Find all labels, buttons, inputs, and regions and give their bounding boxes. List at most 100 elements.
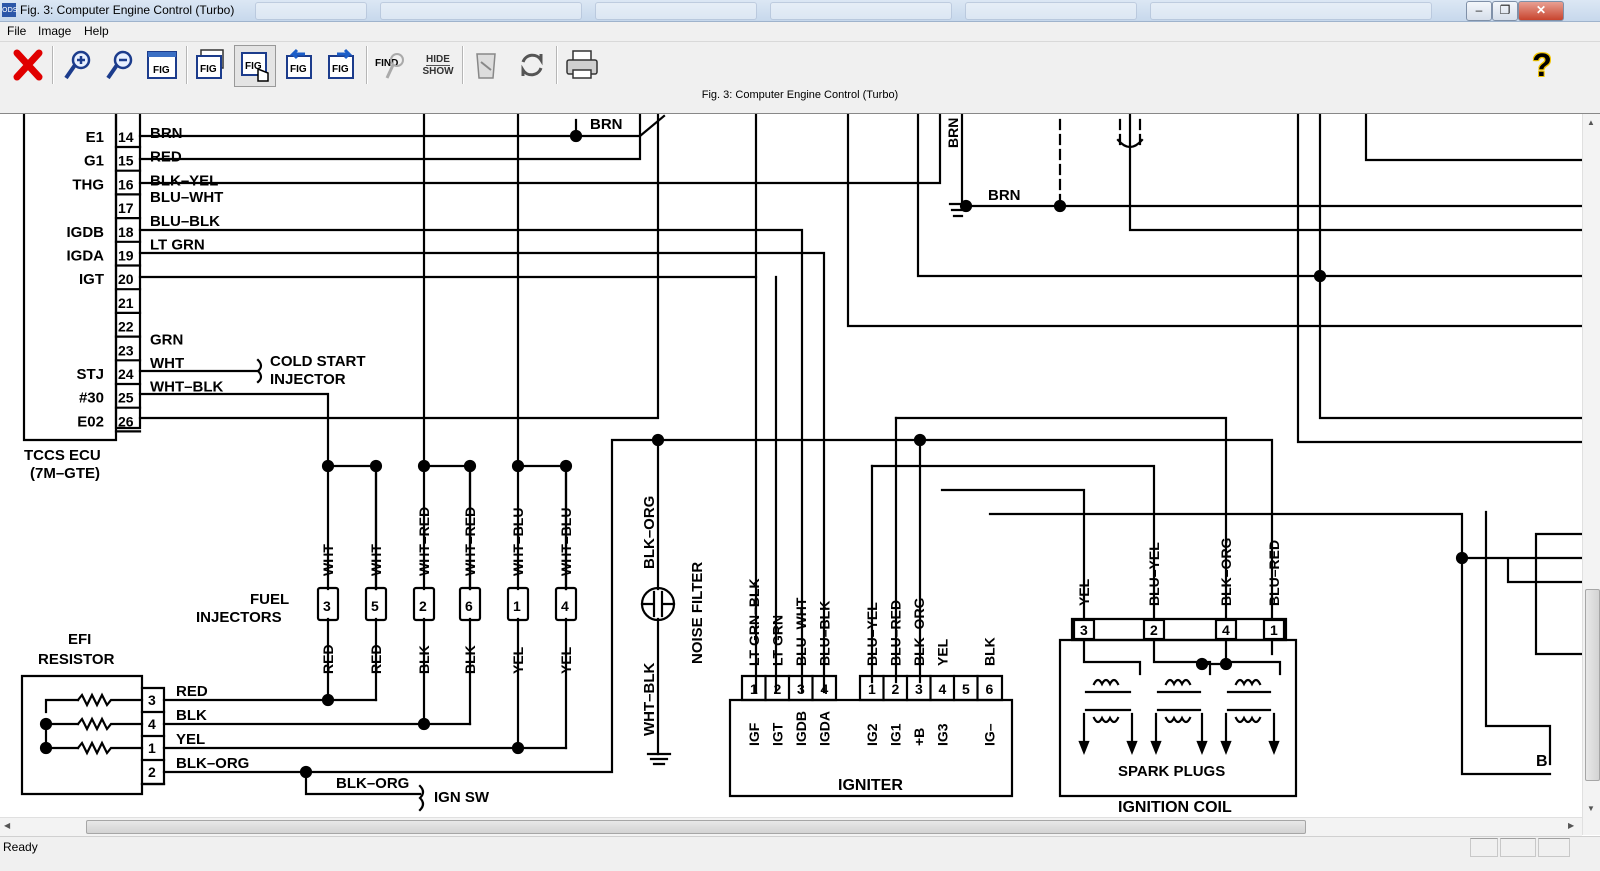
toolbar-separator: [556, 46, 558, 84]
efi-pin-number: 4: [148, 716, 156, 732]
igniter-wire-label: BLK: [982, 637, 998, 666]
toolbar-separator: [366, 46, 368, 84]
junction-dot: [321, 693, 335, 707]
ecu-pin-label: E1: [86, 129, 104, 146]
ecu-pin-number: 21: [118, 295, 134, 311]
ign-sw-label: IGN SW: [434, 789, 490, 806]
refresh-button[interactable]: [512, 45, 552, 85]
brn-vertical-label: BRN: [945, 118, 961, 148]
efi-resistor-internals: [39, 692, 144, 756]
coil-wire-label: BLU–YEL: [1146, 542, 1162, 606]
window-title: Fig. 3: Computer Engine Control (Turbo): [20, 3, 235, 17]
menu-help[interactable]: Help: [84, 24, 109, 38]
injector-wire-bottom-label: RED: [368, 644, 384, 674]
eraser-button[interactable]: [466, 45, 506, 85]
close-window-button[interactable]: ✕: [1518, 1, 1564, 21]
coil-wire-label: BLU–RED: [1266, 540, 1282, 606]
injector-number: 3: [323, 598, 331, 614]
coil-connector: [1070, 617, 1288, 642]
igniter-pin-number: 6: [986, 681, 994, 697]
igniter-pin-number: 3: [797, 681, 805, 697]
ghost-tab: [380, 2, 582, 20]
vertical-scrollbar[interactable]: ▲ ▼: [1582, 114, 1600, 835]
horizontal-scrollbar[interactable]: ◀ ▶: [0, 817, 1582, 836]
cold-start-connector: [256, 358, 263, 384]
menu-image[interactable]: Image: [38, 24, 72, 38]
horizontal-scroll-thumb[interactable]: [86, 820, 1306, 834]
previous-fig-button[interactable]: FIG: [280, 45, 320, 85]
ecu-pin-number: 14: [118, 129, 134, 145]
cold-start-label-2: INJECTOR: [270, 371, 346, 388]
efi-label-2: RESISTOR: [38, 651, 115, 668]
ecu-pin-number: 19: [118, 248, 134, 264]
igniter-terminal-label: IGT: [770, 722, 786, 746]
close-image-button[interactable]: [8, 45, 48, 85]
injector-wire-bottom-label: BLK: [416, 645, 432, 674]
fuel-label-1: FUEL: [250, 591, 289, 608]
efi-pin-number: 2: [148, 764, 156, 780]
injector-wire-bottom-label: RED: [320, 644, 336, 674]
ecu-wire-label: BLK–YEL: [150, 172, 218, 189]
efi-wire-label: RED: [176, 683, 208, 700]
igniter-pin-number: 3: [915, 681, 923, 697]
ecu-wire-label: BLU–BLK: [150, 213, 220, 230]
printer-icon: [566, 50, 598, 79]
ecu-wire-label: WHT: [150, 355, 184, 372]
efi-pin-number: 1: [148, 740, 156, 756]
injector-wire-top-label: WHT–BLU: [558, 508, 574, 576]
scroll-right-arrow[interactable]: ▶: [1568, 821, 1575, 830]
ecu-wire-label: RED: [150, 149, 182, 166]
ecu-pin-label: STJ: [76, 366, 104, 383]
junction-dot: [511, 741, 525, 755]
print-button[interactable]: [562, 45, 602, 85]
restore-button[interactable]: ❐: [1492, 1, 1518, 21]
minimize-button[interactable]: –: [1466, 1, 1492, 21]
find-button[interactable]: FIND: [370, 45, 410, 85]
app-icon: ODS: [2, 3, 17, 17]
igniter-wire-label: YEL: [935, 638, 951, 666]
window-title-bar[interactable]: ODS Fig. 3: Computer Engine Control (Tur…: [0, 0, 1600, 22]
noise-filter-wire-bottom: WHT–BLK: [641, 663, 658, 736]
igniter-pin-number: 1: [750, 681, 758, 697]
toolbar-separator: [52, 46, 54, 84]
coil-pin-cell: [1072, 618, 1096, 641]
fig-view-button[interactable]: FIG: [142, 45, 182, 85]
fuel-injectors: 3WHTRED5WHTRED2WHT–REDBLK6WHT–REDBLK1WHT…: [316, 459, 578, 750]
igniter-label: IGNITER: [838, 777, 903, 794]
scroll-left-arrow[interactable]: ◀: [4, 821, 11, 830]
eraser-icon: [476, 53, 496, 79]
edge-label: B: [1536, 753, 1548, 770]
junction-dot: [959, 199, 973, 213]
scroll-down-arrow[interactable]: ▼: [1587, 804, 1595, 813]
injector-wire-top-label: WHT: [368, 544, 384, 576]
zoom-out-button[interactable]: [100, 45, 140, 85]
igniter-pin-number: 4: [821, 681, 829, 697]
next-fig-button[interactable]: FIG: [322, 45, 362, 85]
ecu-pin-number: 23: [118, 342, 134, 358]
coil-pin-number: 4: [1222, 622, 1230, 638]
fig-list-button[interactable]: FIG: [190, 45, 230, 85]
ecu-pin-number: 15: [118, 153, 134, 169]
menu-file[interactable]: File: [7, 24, 27, 38]
zoom-in-button[interactable]: [58, 45, 98, 85]
junction-dot: [299, 765, 313, 779]
efi-wire-label: BLK: [176, 707, 207, 724]
efi-pin-number: 3: [148, 692, 156, 708]
fig-hand-button[interactable]: FIG: [234, 45, 276, 87]
igniter-wires: [870, 416, 1552, 776]
igniter-terminal-label: IGDA: [817, 711, 833, 746]
hide-show-button[interactable]: HIDE SHOW: [418, 45, 458, 85]
help-button[interactable]: ?: [1522, 45, 1562, 85]
noise-filter: [640, 433, 676, 766]
junction-dot: [417, 459, 431, 473]
status-pane: [1538, 838, 1570, 857]
junction-dot: [913, 433, 927, 447]
scroll-up-arrow[interactable]: ▲: [1587, 118, 1595, 127]
zoom-in-icon: [64, 50, 91, 80]
vertical-scroll-thumb[interactable]: [1585, 589, 1600, 781]
svg-text:FIG: FIG: [290, 64, 307, 75]
